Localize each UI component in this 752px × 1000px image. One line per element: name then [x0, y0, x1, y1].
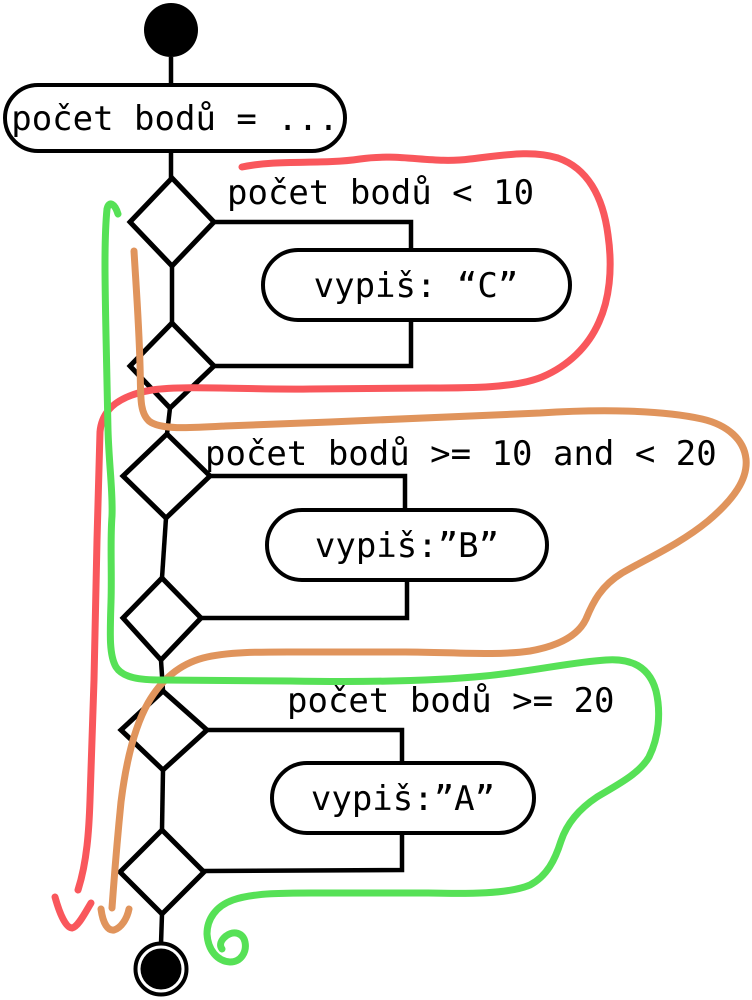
decision-2-diamond — [119, 430, 214, 522]
action-a-node — [270, 761, 536, 835]
red-annotation-loop — [74, 150, 614, 894]
init-activity-label: počet bodů = ... — [11, 99, 339, 139]
green-annotation-stroke — [101, 200, 663, 966]
initial-node-icon — [144, 3, 198, 57]
condition-2-label: počet bodů >= 10 and < 20 — [205, 434, 717, 474]
red-arrowhead-icon — [51, 893, 95, 932]
edge-action-a-to-merge3 — [203, 833, 405, 874]
edge-decision3-to-action-a — [207, 727, 405, 764]
condition-3-label: počet bodů >= 20 — [287, 681, 615, 721]
action-c-node — [261, 248, 572, 322]
edge-decision2-to-merge2 — [159, 517, 169, 579]
edge-decision1-to-action-c — [214, 219, 414, 252]
init-activity-node — [3, 83, 347, 153]
edge-action-c-to-merge1 — [214, 320, 414, 369]
edge-action-b-to-merge2 — [201, 580, 410, 621]
orange-annotation-stroke — [97, 247, 750, 934]
flowchart-labels: počet bodů = ... počet bodů < 10 vypiš: … — [11, 99, 717, 819]
merge-2-diamond — [119, 574, 205, 664]
orange-annotation-loop — [108, 247, 750, 912]
action-b-label: vypiš:”B” — [315, 526, 499, 566]
green-annotation-loop — [101, 200, 663, 966]
red-annotation-stroke — [51, 150, 614, 932]
action-b-node — [265, 508, 549, 582]
final-node-dot-icon — [140, 948, 182, 990]
condition-1-label: počet bodů < 10 — [227, 173, 534, 213]
merge-3-diamond — [116, 826, 208, 918]
edge-merge3-to-final — [158, 913, 165, 945]
action-a-label: vypiš:”A” — [311, 779, 495, 819]
decision-1-diamond — [126, 174, 218, 270]
edge-decision2-to-action-b — [210, 473, 408, 512]
orange-arrowhead-icon — [97, 905, 133, 934]
action-c-label: vypiš: “C” — [314, 266, 519, 306]
edge-decision3-to-merge3 — [159, 769, 166, 831]
